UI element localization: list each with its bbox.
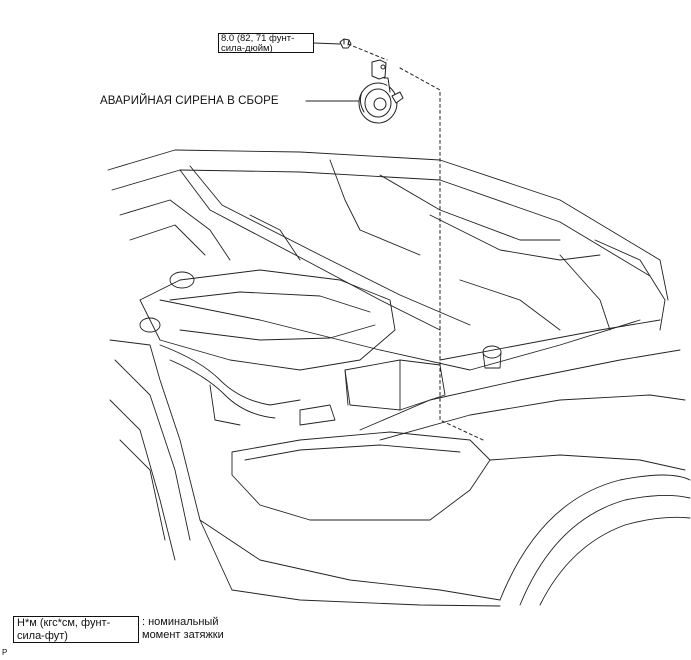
bolt-icon xyxy=(339,38,352,49)
legend-desc-line1: : номинальный xyxy=(142,616,219,628)
legend-unit-line2: сила-фут) xyxy=(17,629,68,642)
engine-bay-linework xyxy=(107,149,691,607)
installation-dashed-line xyxy=(347,43,484,441)
torque-spec-line2: сила-дюйм) xyxy=(221,43,273,54)
figure-reference-code: P xyxy=(2,648,8,657)
torque-leader-line xyxy=(313,42,341,45)
torque-spec-box: 8.0 (82, 71 фунт- сила-дюйм) xyxy=(218,33,314,54)
torque-legend-description: : номинальный момент затяжки xyxy=(142,616,224,641)
legend-desc-line2: момент затяжки xyxy=(142,628,224,641)
legend-unit-line1: Н*м (кгс*см, фунт- xyxy=(17,617,111,629)
torque-spec-line1: 8.0 (82, 71 фунт- xyxy=(221,33,295,44)
horn-assembly-icon xyxy=(358,59,404,124)
torque-legend-box: Н*м (кгс*см, фунт- сила-фут) xyxy=(13,616,139,643)
horn-assembly-label: АВАРИЙНАЯ СИРЕНА В СБОРЕ xyxy=(100,95,279,107)
